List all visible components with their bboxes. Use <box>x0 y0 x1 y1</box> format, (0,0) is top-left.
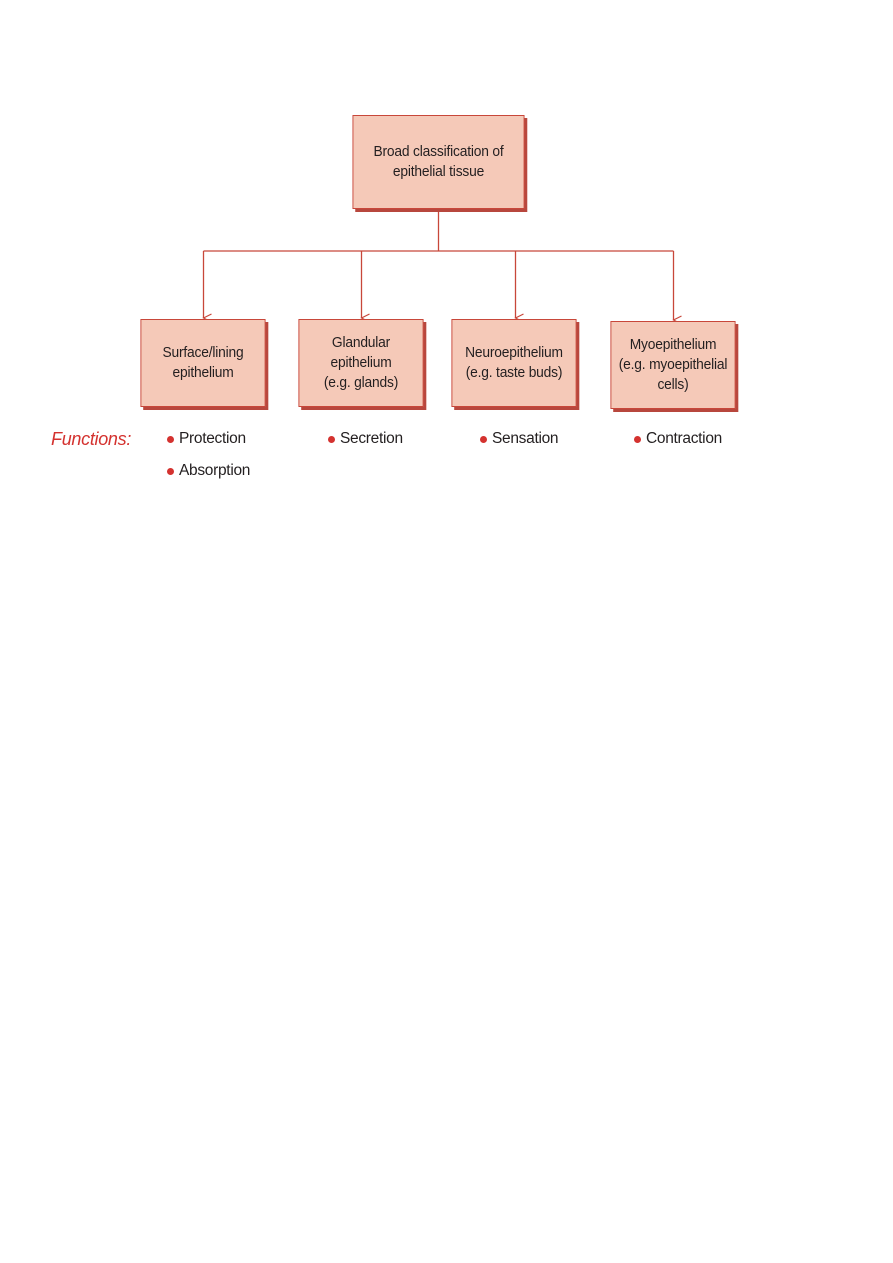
category-3-line-1: Neuroepithelium <box>465 344 563 361</box>
connector-lines <box>0 209 893 520</box>
category-4-line-3: cells) <box>657 376 689 393</box>
classification-diagram: Broad classification of epithelial tissu… <box>0 0 893 520</box>
category-box-neuroepithelium: Neuroepithelium (e.g. taste buds) <box>451 319 577 407</box>
bullet-dot-icon <box>328 435 335 443</box>
function-text: Secretion <box>340 430 403 447</box>
category-1-line-2: epithelium <box>172 364 234 381</box>
category-box-glandular: Glandular epithelium (e.g. glands) <box>298 319 424 407</box>
root-node-line-1: Broad classification of <box>373 143 504 160</box>
function-text: Protection <box>179 430 246 447</box>
category-2-line-1: Glandular <box>331 334 391 351</box>
category-box-myoepithelium: Myoepithelium (e.g. myoepithelial cells) <box>610 321 736 409</box>
category-box-surface-lining: Surface/lining epithelium <box>140 319 266 407</box>
function-item-secretion: Secretion <box>328 429 403 449</box>
category-4-line-1: Myoepithelium <box>629 336 717 353</box>
bullet-dot-icon <box>167 435 174 443</box>
root-node-line-2: epithelial tissue <box>392 163 485 180</box>
root-node-box: Broad classification of epithelial tissu… <box>352 115 525 209</box>
category-1-line-1: Surface/lining <box>162 344 244 361</box>
function-text: Contraction <box>646 430 722 447</box>
category-4-line-2: (e.g. myoepithelial <box>618 356 728 373</box>
function-item-contraction: Contraction <box>634 429 722 449</box>
bullet-dot-icon <box>480 435 487 443</box>
function-text: Sensation <box>492 430 559 447</box>
category-2-line-3: (e.g. glands) <box>323 374 399 391</box>
category-2-line-2: epithelium <box>330 354 392 371</box>
bullet-dot-icon <box>167 467 174 475</box>
functions-label: Functions: <box>51 429 132 449</box>
bullet-dot-icon <box>634 435 641 443</box>
function-item-protection: Protection <box>167 429 246 449</box>
function-text: Absorption <box>179 462 251 479</box>
function-item-sensation: Sensation <box>480 429 559 449</box>
category-3-line-2: (e.g. taste buds) <box>465 364 563 381</box>
function-item-absorption: Absorption <box>167 461 250 481</box>
